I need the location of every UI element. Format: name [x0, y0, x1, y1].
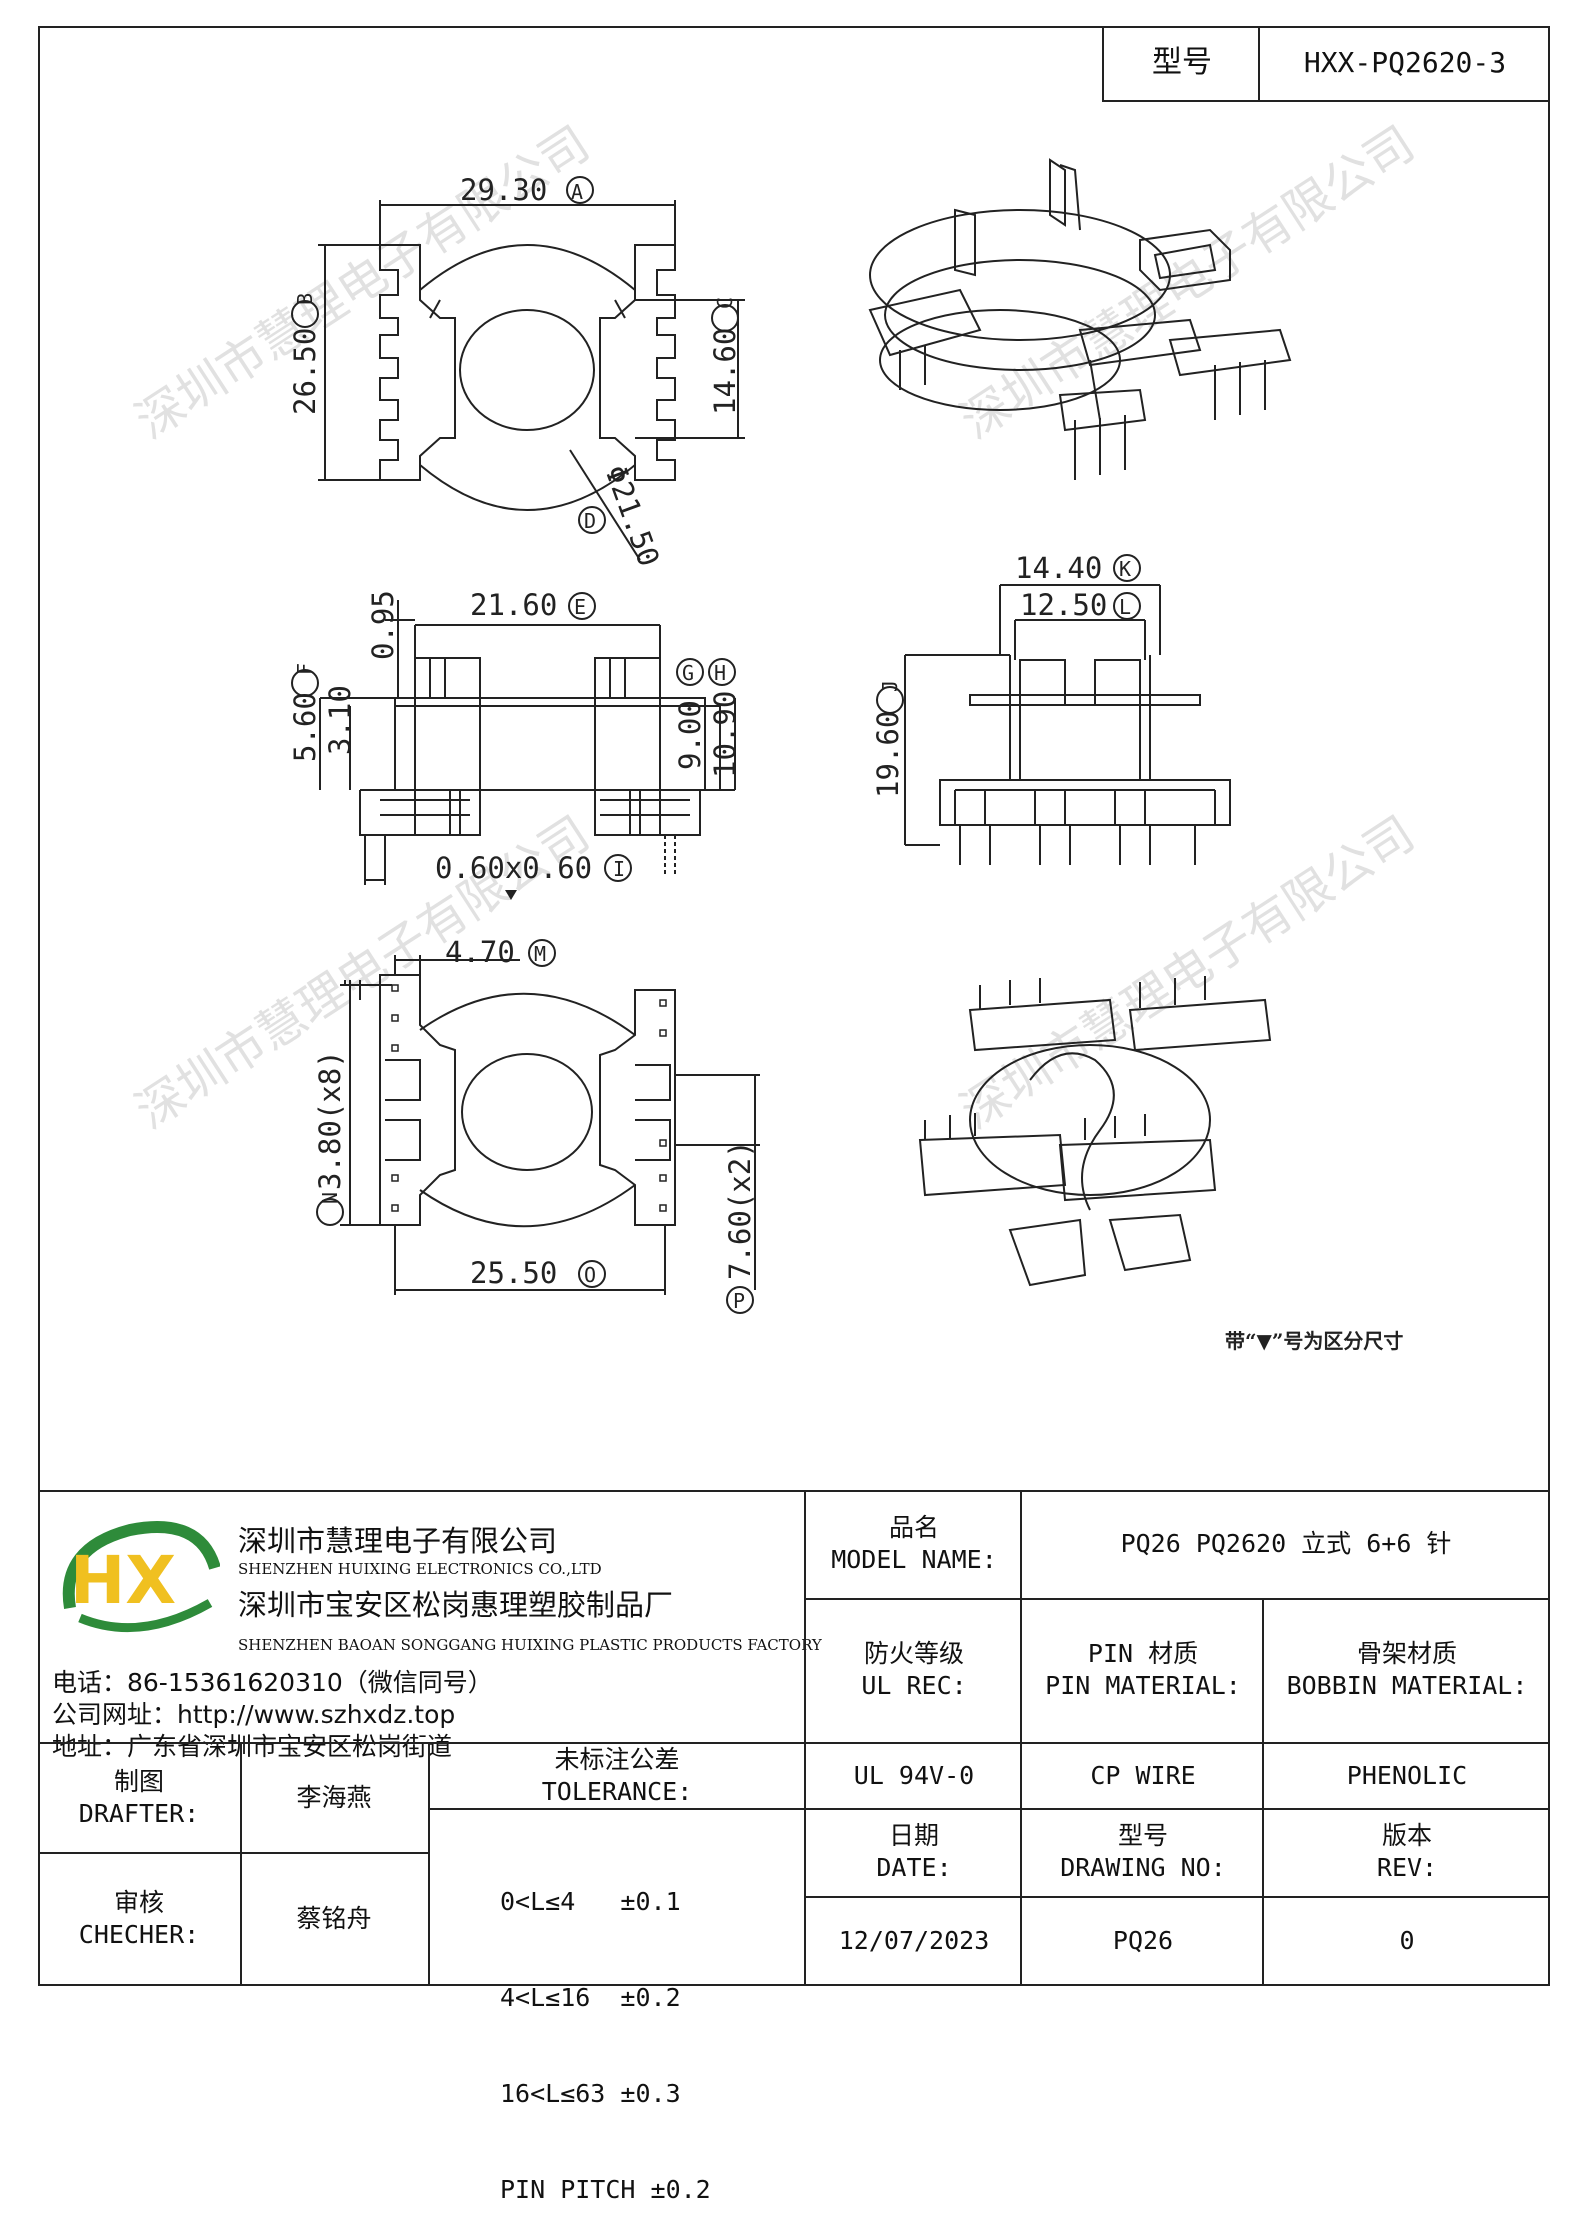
- dim-i: 0.60x0.60: [435, 851, 592, 885]
- dim-m: 4.70: [445, 935, 515, 969]
- dim-095: 0.95: [366, 590, 400, 660]
- dim-e: 21.60: [470, 588, 557, 622]
- dim-p: 7.60(x2): [723, 1140, 757, 1280]
- factory-name-cn: 深圳市宝安区松岗惠理塑胶制品厂: [238, 1588, 674, 1622]
- company-name-en: SHENZHEN HUIXING ELECTRONICS CO.,LTD: [238, 1560, 602, 1578]
- tolerance-line: 4<L≤16 ±0.2: [500, 1983, 681, 2012]
- technical-drawing: 深圳市慧理电子有限公司 深圳市慧理电子有限公司 深圳市慧理电子有限公司 深圳市慧…: [126, 116, 1424, 1353]
- factory-name-en: SHENZHEN BAOAN SONGGANG HUIXING PLASTIC …: [238, 1636, 822, 1654]
- pin-material-value: CP WIRE: [1020, 1744, 1264, 1810]
- date-value: 12/07/2023: [804, 1896, 1022, 1986]
- mark-d: D: [584, 509, 596, 533]
- mark-o: O: [584, 1263, 596, 1287]
- mark-e: E: [574, 595, 586, 619]
- logo-text: HX: [70, 1542, 176, 1619]
- company-address: 地址：广东省深圳市宝安区松岗街道: [52, 1732, 453, 1761]
- mark-b: B: [293, 293, 317, 305]
- header-model-label: 型号: [1102, 26, 1260, 102]
- mark-a: A: [571, 180, 583, 204]
- dim-f: 5.60: [288, 692, 322, 762]
- company-logo: HX: [50, 1508, 221, 1638]
- top-view: [318, 200, 745, 561]
- dim-k: 14.40: [1015, 551, 1102, 585]
- mark-c: C: [713, 297, 737, 309]
- triangle-marker-icon: [505, 890, 517, 900]
- mark-h: H: [714, 661, 726, 685]
- rev-value: 0: [1262, 1896, 1550, 1986]
- mark-l: L: [1119, 595, 1131, 619]
- dim-a: 29.30: [460, 173, 547, 207]
- drawing-no-value: PQ26: [1020, 1896, 1264, 1986]
- drawing-note: 带“▼”号为区分尺寸: [1225, 1329, 1403, 1353]
- dim-c: 14.60: [708, 328, 742, 415]
- front-view: [904, 584, 1231, 865]
- company-bottom-line: [38, 1742, 806, 1744]
- drawing-frame: [38, 26, 1550, 1986]
- header-model-value: HXX-PQ2620-3: [1258, 26, 1550, 102]
- company-phone: 电话：86-15361620310（微信同号）: [52, 1668, 493, 1697]
- mark-k: K: [1119, 557, 1131, 581]
- svg-text:深圳市慧理电子有限公司: 深圳市慧理电子有限公司: [951, 806, 1424, 1141]
- dim-310: 3.10: [323, 685, 357, 755]
- iso-view-bottom: [918, 976, 1272, 1287]
- bobbin-material-value: PHENOLIC: [1262, 1744, 1550, 1810]
- company-website: 公司网址：http://www.szhxdz.top: [52, 1700, 456, 1729]
- company-name-cn: 深圳市慧理电子有限公司: [238, 1524, 558, 1558]
- mark-p: P: [733, 1289, 745, 1313]
- tolerance-table: 0<L≤4 ±0.1 4<L≤16 ±0.2 16<L≤63 ±0.3 PIN …: [500, 1822, 711, 2238]
- dim-b: 26.50: [288, 328, 322, 415]
- tolerance-line: 16<L≤63 ±0.3: [500, 2079, 681, 2108]
- mark-n: N: [318, 1192, 342, 1204]
- tolerance-line: 0<L≤4 ±0.1: [500, 1887, 681, 1916]
- mark-i: I: [613, 857, 625, 881]
- dim-o: 25.50: [470, 1256, 557, 1290]
- model-name-value: PQ26 PQ2620 立式 6+6 针: [1020, 1490, 1550, 1600]
- mark-m: M: [534, 942, 546, 966]
- dim-900: 9.00: [673, 700, 707, 770]
- title-block-divider: [38, 1490, 1550, 1492]
- dim-d: Φ21.50: [598, 461, 666, 571]
- tolerance-line: PIN PITCH ±0.2: [500, 2175, 711, 2204]
- mark-f: F: [293, 663, 317, 675]
- dim-n: 3.80(x8): [313, 1050, 347, 1190]
- bottom-view: [340, 955, 760, 1295]
- dim-l: 12.50: [1020, 588, 1107, 622]
- drafter-value: 李海燕: [240, 1744, 430, 1854]
- mark-g: G: [682, 661, 694, 685]
- svg-text:深圳市慧理电子有限公司: 深圳市慧理电子有限公司: [951, 116, 1424, 451]
- side-view: [319, 600, 736, 885]
- svg-text:深圳市慧理电子有限公司: 深圳市慧理电子有限公司: [126, 116, 599, 451]
- iso-view-top: [868, 158, 1292, 480]
- checker-value: 蔡铭舟: [240, 1852, 430, 1986]
- dim-j: 19.60: [871, 711, 905, 798]
- ul-rec-value: UL 94V-0: [804, 1744, 1022, 1810]
- mark-j: J: [878, 680, 902, 692]
- dim-1090: 10.90: [708, 691, 742, 778]
